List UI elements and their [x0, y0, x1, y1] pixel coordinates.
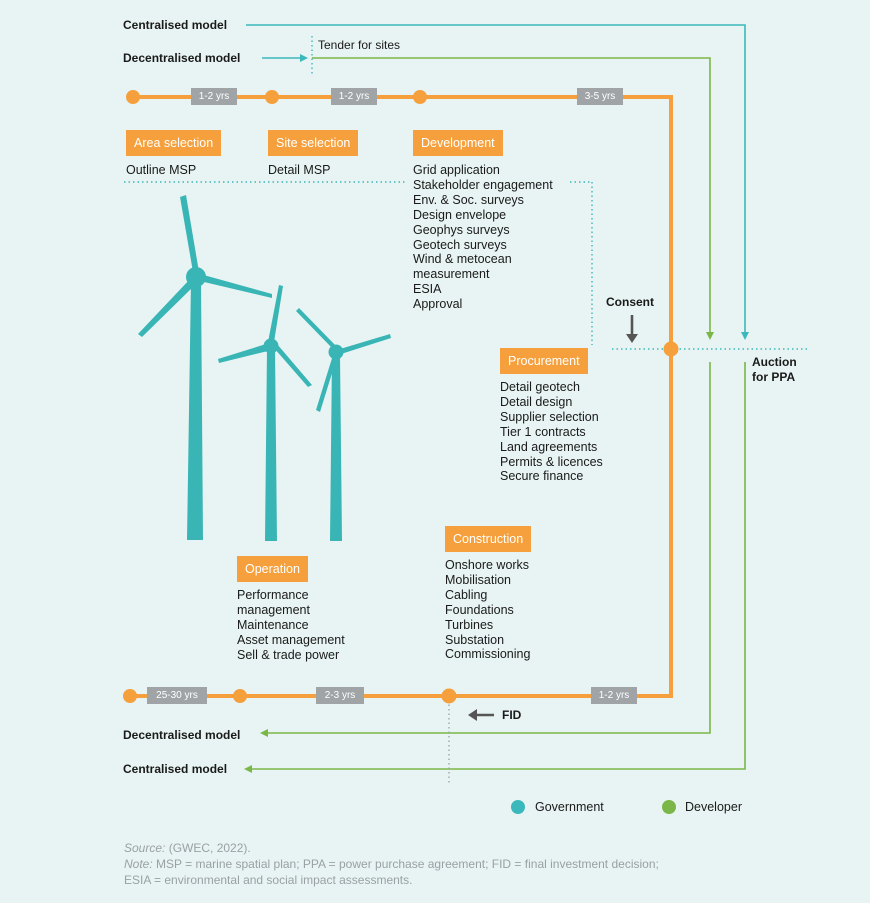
duration-tag: 1-2 yrs — [591, 687, 637, 704]
source-note: Source: (GWEC, 2022). — [124, 841, 251, 855]
developer-legend-dot — [662, 800, 676, 814]
duration-tag: 1-2 yrs — [331, 88, 377, 105]
construction-badge: Construction — [445, 526, 532, 552]
list-item: Detail MSP — [268, 163, 331, 177]
list-item: Mobilisation — [445, 572, 512, 587]
list-item: Cabling — [445, 587, 488, 602]
list-item: Stakeholder engagement — [413, 177, 553, 192]
development-list: Grid application Stakeholder engagement … — [413, 163, 553, 312]
list-item: Asset management — [237, 632, 345, 647]
list-item: Detail geotech — [500, 380, 580, 394]
list-item: Permits & licences — [500, 454, 603, 469]
duration-tag: 1-2 yrs — [191, 88, 237, 105]
abbreviation-note: Note: MSP = marine spatial plan; PPA = p… — [124, 857, 659, 871]
list-item: Secure finance — [500, 469, 584, 484]
area-selection-badge: Area selection — [126, 130, 222, 156]
duration-tag: 2-3 yrs — [316, 687, 364, 704]
government-legend-dot — [511, 800, 525, 814]
timeline-path — [130, 95, 673, 698]
list-item: ESIA — [413, 282, 442, 297]
list-item: Performance — [237, 588, 309, 602]
procurement-list: Detail geotech Detail design Supplier se… — [500, 380, 603, 484]
decentralised-model-label-top: Decentralised model — [123, 51, 241, 65]
decentralised-dev-path — [312, 57, 714, 340]
consent-label: Consent — [606, 295, 654, 309]
list-item: Maintenance — [237, 617, 309, 632]
list-item: Outline MSP — [126, 163, 197, 177]
list-item: Wind & metocean — [413, 252, 512, 267]
list-item: Geotech surveys — [413, 237, 507, 252]
list-item: Commissioning — [445, 647, 531, 662]
decentralised-model-label-bottom: Decentralised model — [123, 728, 241, 742]
site-selection-list: Detail MSP — [268, 163, 331, 178]
fid-label: FID — [502, 708, 522, 722]
list-item: Grid application — [413, 163, 500, 177]
list-item: Approval — [413, 297, 463, 312]
list-item: Supplier selection — [500, 409, 599, 424]
abbreviation-note-line2: ESIA = environmental and social impact a… — [124, 873, 413, 887]
auction-label-line1: Auction — [752, 355, 797, 369]
list-item: Onshore works — [445, 558, 530, 572]
list-item: Sell & trade power — [237, 647, 340, 662]
centralised-model-label-bottom: Centralised model — [123, 762, 228, 776]
government-legend-label: Government — [535, 800, 604, 814]
list-item: management — [237, 602, 310, 617]
list-item: Foundations — [445, 602, 514, 617]
operation-list: Performance management Maintenance Asset… — [237, 588, 345, 663]
list-item: Land agreements — [500, 439, 598, 454]
list-item: Turbines — [445, 617, 494, 632]
duration-tag: 3-5 yrs — [577, 88, 623, 105]
procurement-badge: Procurement — [500, 348, 588, 374]
wind-turbines-icon — [138, 195, 391, 541]
list-item: measurement — [413, 267, 490, 282]
site-selection-badge: Site selection — [268, 130, 359, 156]
construction-list: Onshore works Mobilisation Cabling Found… — [445, 558, 530, 662]
list-item: Substation — [445, 632, 505, 647]
operation-badge: Operation — [237, 556, 308, 582]
developer-legend-label: Developer — [685, 800, 742, 814]
centralised-govt-path — [246, 24, 749, 340]
list-item: Geophys surveys — [413, 222, 510, 237]
decentralised-return-path — [260, 362, 711, 737]
duration-tag: 25-30 yrs — [147, 687, 207, 704]
list-item: Env. & Soc. surveys — [413, 192, 524, 207]
centralised-model-label-top: Centralised model — [123, 18, 228, 32]
development-badge: Development — [413, 130, 503, 156]
list-item: Tier 1 contracts — [500, 424, 586, 439]
centralised-return-path — [244, 362, 746, 773]
list-item: Design envelope — [413, 207, 507, 222]
list-item: Detail design — [500, 394, 573, 409]
auction-label-line2: for PPA — [752, 370, 796, 384]
tender-for-sites-label: Tender for sites — [318, 38, 401, 52]
area-selection-list: Outline MSP — [126, 163, 196, 178]
